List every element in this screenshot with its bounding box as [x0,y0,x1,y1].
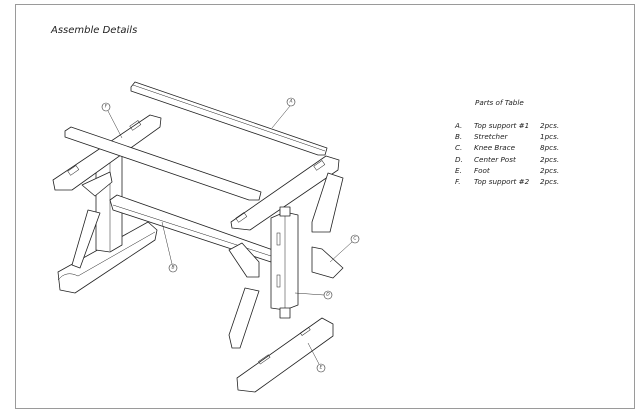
left-knee-brace [71,209,101,269]
right-foot [236,317,334,393]
knee-brace [311,172,344,233]
callout-f: F [101,102,123,139]
right-top-support [230,155,340,231]
svg-text:B: B [171,265,174,271]
svg-text:A: A [288,99,292,105]
front-top-board [64,126,262,201]
left-foot [57,221,158,294]
svg-text:F: F [105,104,108,110]
svg-text:D: D [326,292,330,298]
parts-table-heading: Parts of Table [475,98,524,107]
callout-d: D [294,290,333,300]
callout-b: B [161,221,178,273]
left-top-support [52,114,162,191]
svg-text:E: E [320,365,323,371]
drawing-border [15,4,635,409]
center-post [270,206,299,319]
svg-text:C: C [353,236,357,242]
drawing-title: Assemble Details [51,25,138,36]
callout-c: C [329,234,360,263]
knee-brace [228,287,260,349]
back-top-board [130,81,328,156]
left-upper-knee-brace [81,171,113,197]
callout-e: E [307,342,326,373]
knee-brace [311,246,344,279]
knee-brace [228,242,260,278]
callout-a: A [271,97,296,129]
